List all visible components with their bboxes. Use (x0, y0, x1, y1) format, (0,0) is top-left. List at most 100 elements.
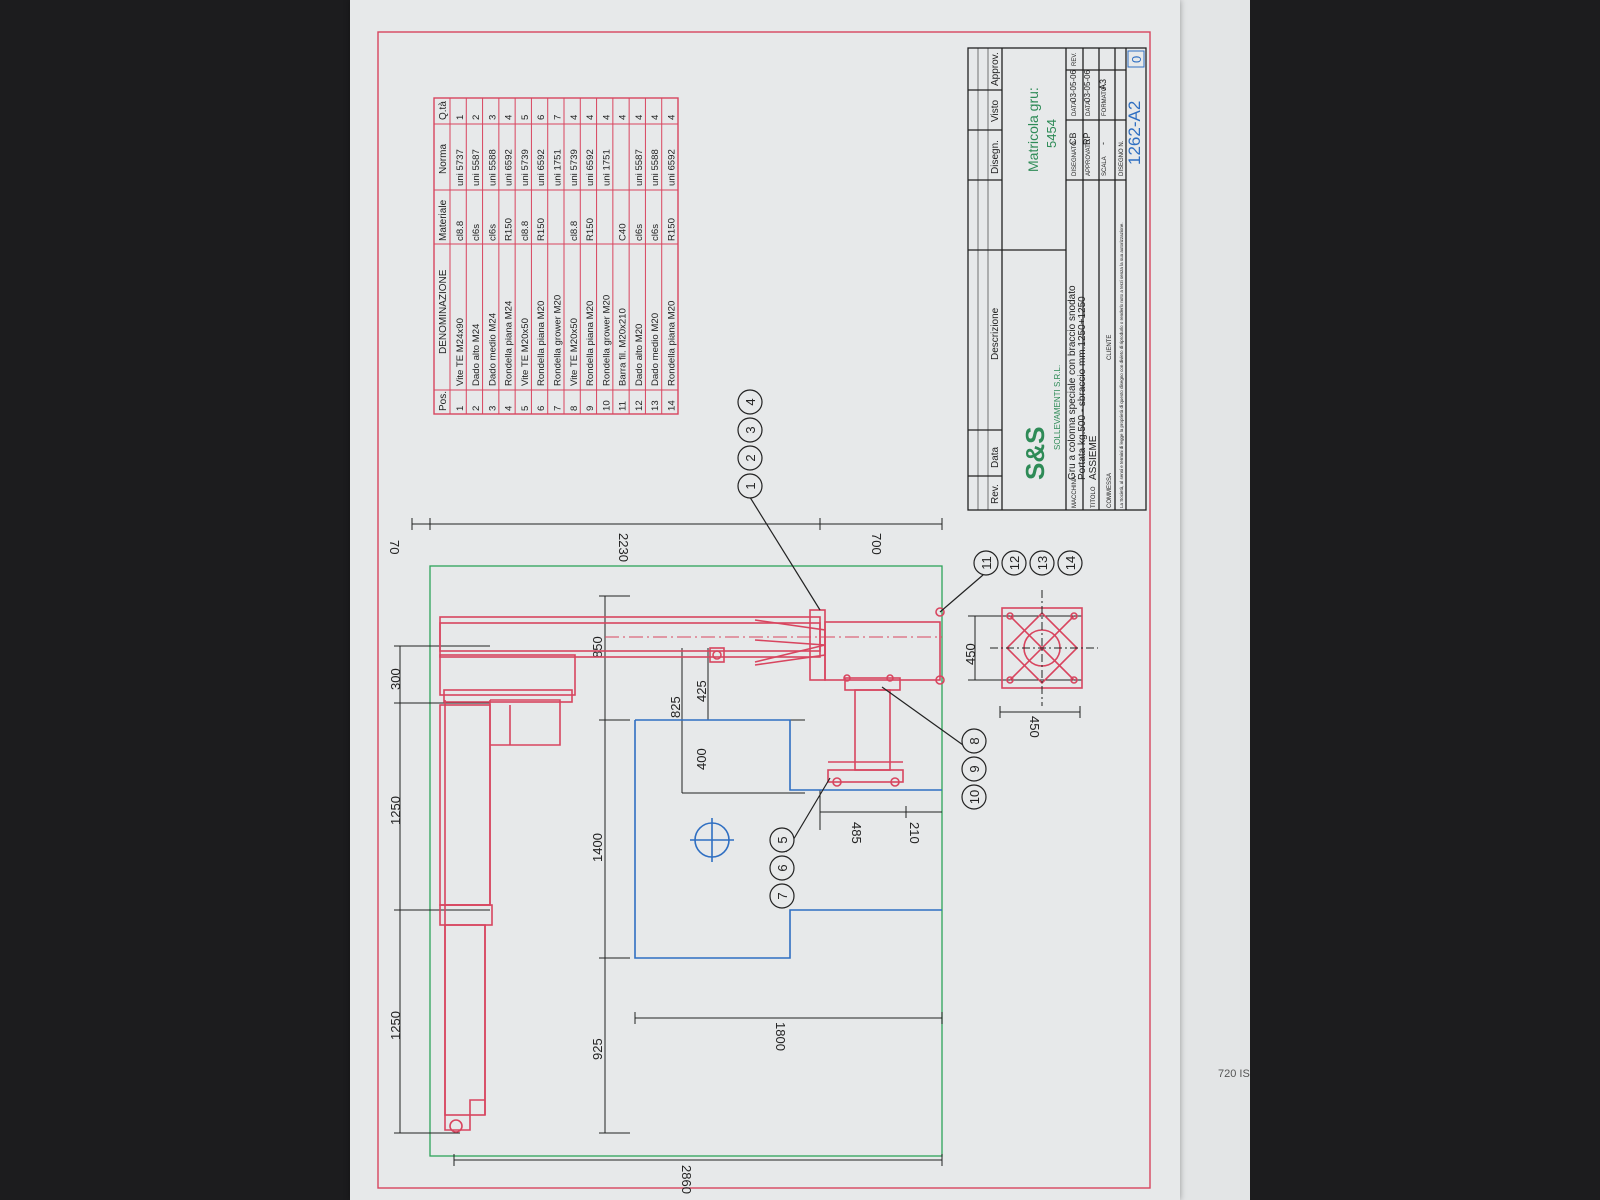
bom-cell: uni 6592 (585, 149, 596, 186)
bom-cell: 7 (553, 115, 564, 120)
bracket-post (854, 689, 891, 771)
bom-header-qta: Q.tà (438, 101, 449, 120)
tb-disegnato-value: CB (1068, 132, 1078, 145)
bom-cell: R150 (536, 218, 547, 241)
bom-cell: Rondella piana M20 (585, 301, 596, 386)
bom-cell: 3 (487, 406, 498, 411)
bom-cell: uni 6592 (536, 149, 547, 186)
bom-cell: Vite TE M24x90 (455, 318, 466, 386)
dim-925: 925 (590, 1038, 605, 1060)
balloon-1: 1 (743, 482, 758, 489)
dim-825: 825 (668, 696, 683, 718)
dim-425: 425 (694, 680, 709, 702)
bom-cell: cl8.8 (569, 221, 580, 241)
bom-cell: Rondella piana M20 (536, 301, 547, 386)
bom-cell: 4 (504, 405, 515, 411)
bom-cell: 4 (601, 114, 612, 120)
bom-cell: R150 (667, 218, 678, 241)
balloon-5: 5 (775, 836, 790, 843)
bom-cell: 2 (471, 406, 482, 411)
dim-450-side: 450 (963, 643, 978, 665)
bom-header-pos: Pos. (438, 391, 449, 411)
tb-data1-value: 03-05-06 (1069, 69, 1078, 102)
technical-drawing: Pos. DENOMINAZIONE Materiale Norma Q.tà … (377, 31, 1151, 1194)
column-base-tube (824, 621, 941, 681)
dim-400: 400 (694, 748, 709, 770)
tb-rev-label: Rev. (990, 484, 1001, 504)
bom-cell: 6 (536, 115, 547, 120)
dim-2230: 2230 (616, 533, 631, 562)
background-sheet-text: 720 IS (1218, 1068, 1250, 1080)
bom-cell: Rondella piana M24 (504, 300, 515, 386)
bom-cell: Dado medio M24 (487, 312, 498, 386)
tb-cliente-label: CLIENTE (1107, 335, 1113, 360)
bom-cell: 3 (487, 115, 498, 120)
tb-scala-label: SCALA (1102, 156, 1108, 176)
revision-number: 0 (1129, 56, 1144, 63)
bom-cell: 4 (650, 114, 661, 120)
tb-machine-line1: Gru a colonna speciale con braccio snoda… (1067, 285, 1078, 480)
dim-1250-upper: 1250 (388, 796, 403, 825)
tb-descrizione-label: Descrizione (990, 307, 1001, 360)
dim-450-bottom: 450 (1027, 716, 1042, 738)
dimension-lines (394, 518, 1082, 1166)
bom-cell: Rondella piana M20 (667, 301, 678, 386)
tb-scala-value: - (1098, 142, 1108, 145)
matricola-value: 5454 (1044, 119, 1059, 148)
foundation-outline (634, 719, 942, 959)
tb-legal: La Società, al sensi e termini di legge … (1119, 222, 1124, 508)
drawing-frame (377, 31, 1151, 1189)
bom-cell: uni 5587 (471, 149, 482, 186)
tb-data-label: Data (990, 446, 1001, 468)
bom-cell: cl6s (471, 224, 482, 241)
bom-cell: cl6s (487, 224, 498, 241)
dim-2860: 2860 (679, 1165, 694, 1194)
arm-hinge-upper (443, 689, 573, 703)
crane-assembly (439, 607, 945, 1133)
bracket-base-plate (827, 769, 904, 783)
bom-cell: C40 (618, 223, 629, 241)
balloons: 1 2 3 4 11 12 13 14 10 9 8 7 6 5 (737, 389, 1083, 909)
bom-cell: cl6s (634, 224, 645, 241)
bom-cell: 5 (520, 115, 531, 120)
tb-formato-value: A3 (1098, 79, 1108, 90)
bom-cell: Dado medio M20 (650, 313, 661, 386)
bom-cell: cl8.8 (520, 221, 531, 241)
bom-cell: 5 (520, 406, 531, 411)
tb-approvato-label: APPROVATO (1086, 139, 1092, 176)
tb-data1-label: DATA (1072, 101, 1078, 116)
dim-70: 70 (387, 540, 402, 554)
balloon-9: 9 (967, 765, 982, 772)
bom-cell: uni 5739 (569, 149, 580, 186)
bom-cell: 2 (471, 115, 482, 120)
bom-cell: 4 (585, 114, 596, 120)
tb-machine-line2: Portata kg.500 - sbraccio mm.1250+1250 (1077, 296, 1088, 480)
tb-disegnato-label: DISEGNATO (1072, 141, 1078, 176)
balloon-13: 13 (1035, 556, 1050, 570)
bom-cell: uni 6592 (667, 149, 678, 186)
bom-cell: Dado alto M20 (634, 324, 645, 386)
bom-cell: 10 (601, 400, 612, 411)
bom-cell: 4 (504, 114, 515, 120)
bom-cell: 13 (650, 400, 661, 411)
bom-cell: Vite TE M20x50 (520, 318, 531, 386)
bom-cell: uni 5588 (650, 149, 661, 186)
tb-commessa-label: COMMESSA (1107, 473, 1113, 508)
arm-first-segment (439, 704, 491, 906)
bom-cell: 4 (634, 114, 645, 120)
bom-cell: 11 (618, 401, 629, 411)
drawing-number: 1262-A2 (1125, 101, 1144, 165)
bom-cell: 7 (553, 406, 564, 411)
bom-cell: 6 (536, 406, 547, 411)
bom-cell: 1 (455, 406, 466, 411)
bom-cell: cl6s (650, 224, 661, 241)
balloon-2: 2 (743, 454, 758, 461)
dim-850: 850 (590, 636, 605, 658)
dim-1800: 1800 (773, 1022, 788, 1051)
tb-approvato-value: RP (1082, 132, 1092, 145)
title-block: Rev. Data Descrizione Disegn. Visto Appr… (967, 47, 1147, 511)
arm-second-segment (444, 924, 486, 1116)
bom-cell: Rondella grower M20 (553, 295, 564, 386)
balloon-12: 12 (1007, 556, 1022, 570)
bom-cell: uni 5739 (520, 149, 531, 186)
